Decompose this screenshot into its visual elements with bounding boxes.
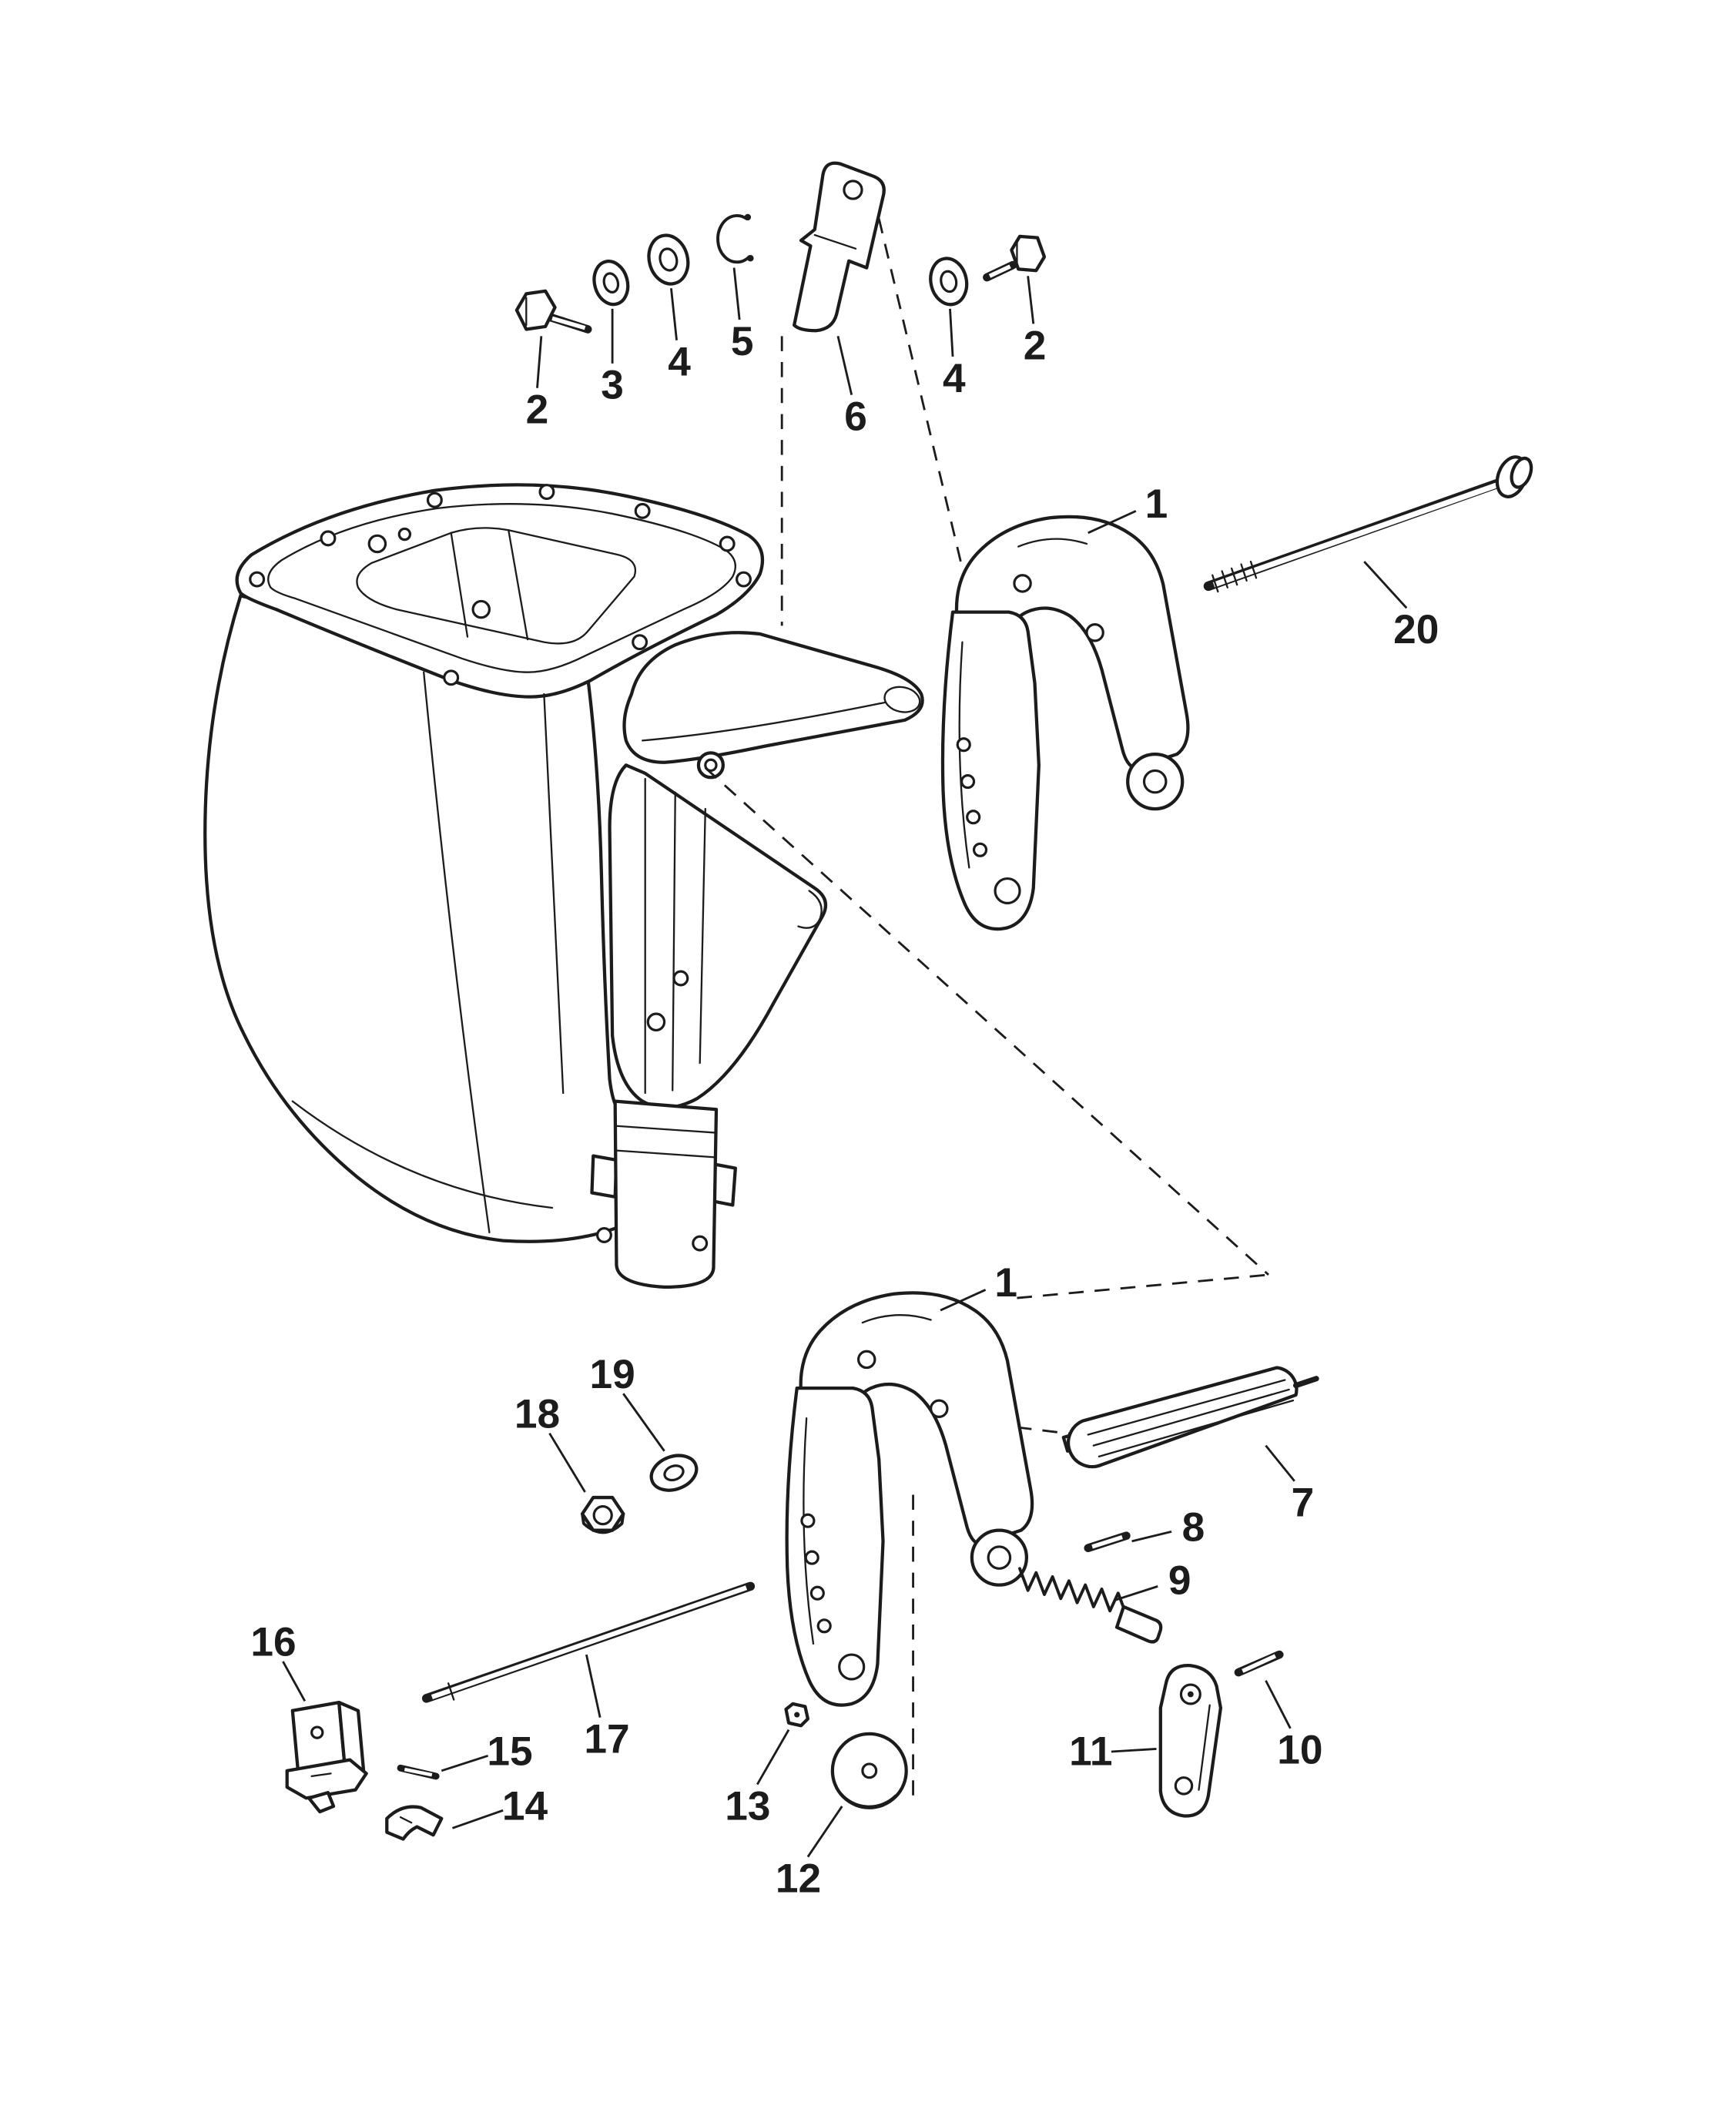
- callout-leader-18: [548, 1432, 586, 1493]
- callout-label-12: 12: [776, 1856, 821, 1901]
- callout-label-6: 6: [844, 394, 867, 440]
- retainer-5: [716, 213, 754, 264]
- callout-leader-10: [1265, 1680, 1292, 1729]
- callout-leader-19: [622, 1393, 665, 1452]
- bracket-6: [793, 161, 886, 333]
- swivel-arm: [622, 631, 924, 780]
- lever-11: [1158, 1664, 1223, 1818]
- washer-4-left: [647, 233, 690, 286]
- bolt-2-right: [983, 234, 1047, 282]
- nut-13: [784, 1702, 810, 1728]
- callout-leader-11: [1111, 1748, 1157, 1753]
- washer-4-right: [929, 257, 969, 307]
- callout-label-19: 19: [590, 1352, 635, 1397]
- callout-label-2: 2: [1024, 323, 1047, 368]
- callout-label-4: 4: [668, 340, 691, 385]
- callout-leader-9: [1114, 1585, 1158, 1601]
- pin-10: [1234, 1650, 1284, 1677]
- callout-leader-7: [1265, 1444, 1295, 1482]
- clip-14: [385, 1805, 444, 1841]
- callout-label-17: 17: [584, 1717, 629, 1762]
- callout-label-18: 18: [514, 1391, 560, 1437]
- callout-label-7: 7: [1292, 1480, 1315, 1526]
- callout-leader-4: [670, 288, 678, 340]
- callout-leader-4: [949, 308, 954, 357]
- tilt-bolt-20: [1203, 455, 1533, 593]
- driveshaft-housing: [203, 483, 924, 1289]
- callout-label-16: 16: [250, 1620, 296, 1665]
- callout-leader-5: [732, 267, 741, 320]
- callout-leader-20: [1363, 561, 1408, 609]
- bolt-2-left: [514, 289, 592, 334]
- callout-label-11: 11: [1069, 1729, 1112, 1774]
- callout-label-5: 5: [731, 319, 754, 364]
- washer-19: [649, 1454, 699, 1492]
- callout-leader-17: [585, 1654, 602, 1718]
- callout-leader-2: [536, 336, 543, 388]
- callout-leader-12: [806, 1806, 843, 1858]
- callout-leader-15: [441, 1754, 489, 1772]
- swivel-gusset: [608, 763, 828, 1109]
- callout-leader-1: [1088, 510, 1137, 535]
- callout-label-2: 2: [526, 387, 549, 433]
- callout-label-9: 9: [1168, 1558, 1191, 1604]
- callout-leader-16: [282, 1661, 307, 1702]
- pin-15: [397, 1764, 440, 1780]
- callout-label-14: 14: [502, 1783, 548, 1829]
- spring-9: [1018, 1567, 1163, 1644]
- callout-label-1: 1: [1145, 481, 1168, 527]
- callout-label-13: 13: [725, 1783, 770, 1829]
- washer-disc-12: [830, 1732, 908, 1809]
- clamp-bracket-upper: [943, 517, 1188, 929]
- washer-3: [592, 260, 630, 307]
- callout-label-3: 3: [601, 363, 624, 408]
- clamp-bracket-lower: [787, 1293, 1032, 1705]
- callout-leader-13: [756, 1729, 790, 1786]
- swivel-tube: [590, 1099, 737, 1289]
- callout-label-1: 1: [994, 1260, 1017, 1306]
- callout-label-20: 20: [1393, 607, 1439, 652]
- callout-leader-6: [836, 336, 853, 395]
- callout-label-15: 15: [487, 1729, 532, 1774]
- pin-8: [1084, 1531, 1131, 1553]
- bracket-16: [285, 1700, 368, 1814]
- callout-leader-2: [1027, 276, 1035, 324]
- cylinder-7: [1061, 1366, 1319, 1469]
- nut-18: [580, 1495, 625, 1534]
- callout-leader-1: [940, 1289, 987, 1312]
- callout-leader-14: [451, 1809, 504, 1829]
- callout-label-8: 8: [1182, 1505, 1205, 1551]
- rod-17: [421, 1581, 756, 1703]
- callout-label-4: 4: [943, 356, 966, 401]
- callout-leader-8: [1131, 1531, 1172, 1543]
- callout-label-10: 10: [1277, 1728, 1322, 1773]
